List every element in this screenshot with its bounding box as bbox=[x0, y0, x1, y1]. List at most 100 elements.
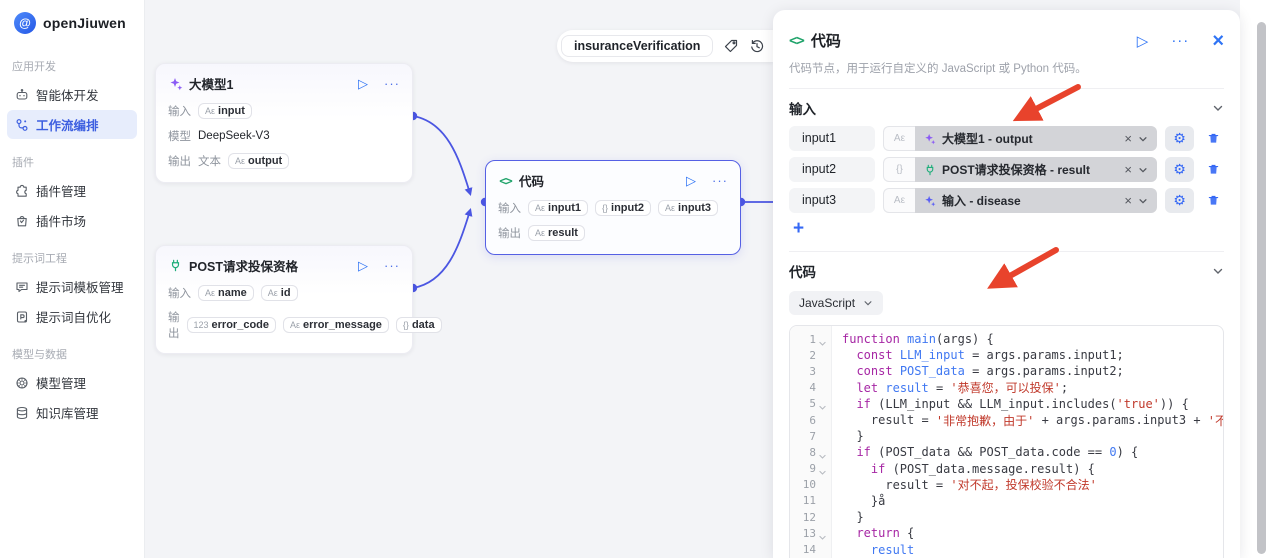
language-select[interactable]: JavaScript bbox=[789, 291, 884, 315]
line-number: 11 bbox=[802, 494, 816, 508]
code-line[interactable]: let result = '恭喜您，可以投保'; bbox=[842, 380, 1223, 396]
code-line[interactable]: result = '对不起，投保校验不合法' bbox=[842, 477, 1223, 493]
node-run-button[interactable]: ▷ bbox=[358, 257, 368, 273]
sidebar-item-工作流编排[interactable]: 工作流编排 bbox=[7, 110, 137, 139]
fold-icon[interactable] bbox=[818, 448, 827, 459]
clear-icon[interactable]: × bbox=[1124, 162, 1132, 177]
sparkle-icon bbox=[924, 133, 936, 145]
clear-icon[interactable]: × bbox=[1124, 131, 1132, 146]
code-line[interactable]: }å bbox=[842, 493, 1223, 509]
node-row-value: DeepSeek-V3 bbox=[198, 130, 270, 142]
sidebar-item-插件管理[interactable]: 插件管理 bbox=[7, 176, 137, 205]
close-icon[interactable]: × bbox=[1212, 29, 1224, 52]
chevron-down-icon[interactable] bbox=[1212, 265, 1224, 277]
input-name-field[interactable]: input2 bbox=[789, 157, 875, 182]
template-icon bbox=[14, 279, 29, 294]
code-line[interactable]: return { bbox=[842, 525, 1223, 541]
sidebar-item-label: 工作流编排 bbox=[36, 119, 99, 133]
workflow-name-pill[interactable]: insuranceVerification bbox=[561, 35, 714, 57]
robot-icon bbox=[14, 87, 29, 102]
sidebar-item-智能体开发[interactable]: 智能体开发 bbox=[7, 80, 137, 109]
delete-input-button[interactable] bbox=[1202, 132, 1224, 145]
code-token-pl: = args.params.input1; bbox=[964, 348, 1124, 363]
node-run-button[interactable]: ▷ bbox=[686, 172, 696, 188]
sidebar-item-提示词模板管理[interactable]: 提示词模板管理 bbox=[7, 272, 137, 301]
delete-input-button[interactable] bbox=[1202, 194, 1224, 207]
variable-badge[interactable]: {}input2 bbox=[595, 200, 652, 216]
input-name-field[interactable]: input1 bbox=[789, 126, 875, 151]
code-token-pl: (LLM_input && LLM_input.includes( bbox=[870, 396, 1117, 411]
code-line[interactable]: } bbox=[842, 509, 1223, 525]
code-line[interactable]: result = '非常抱歉，由于' + args.params.input3 … bbox=[842, 412, 1223, 428]
sidebar-item-知识库管理[interactable]: 知识库管理 bbox=[7, 398, 137, 427]
line-number: 3 bbox=[809, 364, 816, 378]
type-icon: 123 bbox=[193, 320, 209, 330]
clear-icon[interactable]: × bbox=[1124, 193, 1132, 208]
code-section-header[interactable]: 代码 bbox=[789, 252, 1224, 289]
fold-icon[interactable] bbox=[818, 399, 827, 411]
chevron-down-icon[interactable] bbox=[1138, 196, 1148, 206]
code-line[interactable]: function main(args) { bbox=[842, 331, 1223, 347]
code-line[interactable]: if (POST_data.message.result) { bbox=[842, 461, 1223, 477]
code-token-pl bbox=[900, 332, 907, 346]
sidebar-item-插件市场[interactable]: 插件市场 bbox=[7, 206, 137, 235]
vertical-scrollbar[interactable] bbox=[1257, 22, 1266, 554]
gutter-line: 11 bbox=[790, 493, 831, 509]
node-menu-button[interactable]: ··· bbox=[384, 258, 400, 273]
chevron-down-icon[interactable] bbox=[1212, 102, 1224, 114]
settings-gear-button[interactable]: ⚙ bbox=[1165, 126, 1194, 151]
settings-gear-button[interactable]: ⚙ bbox=[1165, 157, 1194, 182]
code-token-pl: = args.params.input2; bbox=[964, 364, 1124, 379]
gutter-line: 5 bbox=[790, 396, 831, 412]
settings-gear-button[interactable]: ⚙ bbox=[1165, 188, 1194, 213]
sidebar: @ openJiuwen 应用开发智能体开发工作流编排插件插件管理插件市场提示词… bbox=[0, 0, 145, 558]
code-token-str: '非常抱歉，由于' bbox=[935, 413, 1035, 428]
sidebar-item-提示词自优化[interactable]: 提示词自优化 bbox=[7, 302, 137, 331]
panel-run-button[interactable]: ▷ bbox=[1136, 32, 1149, 50]
fold-icon[interactable] bbox=[818, 529, 827, 540]
code-line[interactable]: } bbox=[842, 428, 1223, 444]
add-input-button[interactable]: + bbox=[793, 218, 805, 239]
code-token-pl bbox=[842, 526, 856, 540]
value-select[interactable]: 大模型1 - output× bbox=[915, 126, 1157, 151]
tag-icon[interactable] bbox=[723, 38, 739, 54]
value-select[interactable]: POST请求投保资格 - result× bbox=[915, 157, 1157, 182]
panel-menu-button[interactable]: ··· bbox=[1171, 32, 1190, 49]
code-line[interactable]: if (POST_data && POST_data.code == 0) { bbox=[842, 444, 1223, 460]
input-name-field[interactable]: input3 bbox=[789, 188, 875, 213]
input-section-header[interactable]: 输入 bbox=[789, 89, 1224, 126]
code-line[interactable]: if (LLM_input && LLM_input.includes('tru… bbox=[842, 396, 1223, 412]
code-line[interactable]: result bbox=[842, 541, 1223, 557]
delete-input-button[interactable] bbox=[1202, 163, 1224, 176]
code-line[interactable]: const LLM_input = args.params.input1; bbox=[842, 347, 1223, 363]
line-number: 4 bbox=[809, 381, 816, 395]
code-line[interactable]: const POST_data = args.params.input2; bbox=[842, 363, 1223, 379]
node-menu-button[interactable]: ··· bbox=[384, 76, 400, 91]
chevron-down-icon[interactable] bbox=[1138, 134, 1148, 144]
editor-code[interactable]: function main(args) { const LLM_input = … bbox=[832, 326, 1223, 558]
line-number: 14 bbox=[802, 543, 816, 557]
chevron-down-icon[interactable] bbox=[1138, 165, 1148, 175]
fold-icon[interactable] bbox=[818, 335, 827, 346]
code-token-pl bbox=[842, 348, 856, 362]
history-icon[interactable] bbox=[749, 38, 765, 54]
variable-badge[interactable]: {}data bbox=[395, 317, 442, 333]
node-menu-button[interactable]: ··· bbox=[712, 173, 728, 188]
sidebar-item-模型管理[interactable]: 模型管理 bbox=[7, 368, 137, 397]
node-run-button[interactable]: ▷ bbox=[358, 75, 368, 91]
value-select[interactable]: 输入 - disease× bbox=[915, 188, 1157, 213]
code-editor[interactable]: 12345678910111213141516 function main(ar… bbox=[789, 325, 1224, 558]
fold-icon[interactable] bbox=[818, 464, 827, 475]
